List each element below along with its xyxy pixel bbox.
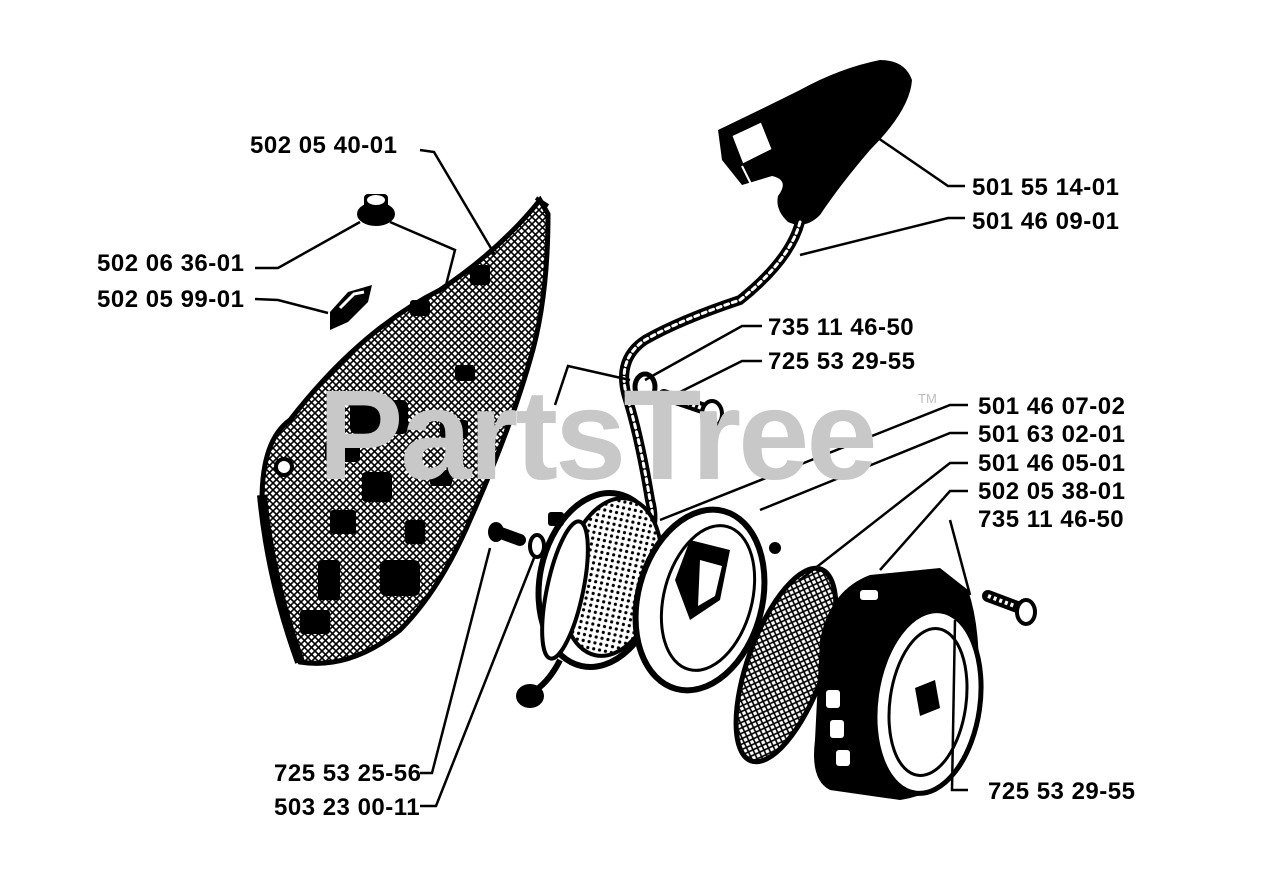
leader-lines xyxy=(254,136,972,808)
part-label-735-11-46-50-right[interactable]: 735 11 46-50 xyxy=(978,506,1125,533)
part-label-725-53-25-56[interactable]: 725 53 25-56 xyxy=(274,760,422,787)
starter-housing-cover xyxy=(257,195,551,666)
part-label-501-46-05-01[interactable]: 501 46 05-01 xyxy=(978,450,1126,477)
rear-housing xyxy=(814,568,984,800)
part-label-502-05-38-01[interactable]: 502 05 38-01 xyxy=(978,478,1126,505)
part-label-503-23-00-11[interactable]: 503 23 00-11 xyxy=(274,794,421,821)
part-label-502-06-36-01[interactable]: 502 06 36-01 xyxy=(97,250,245,277)
part-label-501-46-07-02[interactable]: 501 46 07-02 xyxy=(978,393,1126,420)
part-label-501-46-09-01[interactable]: 501 46 09-01 xyxy=(972,208,1120,235)
screw-right xyxy=(982,590,1037,626)
part-label-501-63-02-01[interactable]: 501 63 02-01 xyxy=(978,421,1126,448)
rope-pulley xyxy=(516,490,665,708)
part-label-502-05-99-01[interactable]: 502 05 99-01 xyxy=(97,286,245,313)
clip-part xyxy=(330,285,372,330)
part-label-725-53-29-55-right[interactable]: 725 53 29-55 xyxy=(988,778,1136,805)
starter-rope xyxy=(619,217,805,535)
watermark-trademark: TM xyxy=(918,391,937,406)
part-label-735-11-46-50-mid[interactable]: 735 11 46-50 xyxy=(768,314,915,341)
screw-washer-left xyxy=(488,522,546,559)
watermark: PartsTree xyxy=(318,364,877,507)
spring-cassette xyxy=(632,506,781,694)
part-label-725-53-29-55-mid[interactable]: 725 53 29-55 xyxy=(768,348,916,375)
starter-handle xyxy=(718,60,912,225)
bolt-part xyxy=(357,194,395,226)
part-label-502-05-40-01[interactable]: 502 05 40-01 xyxy=(250,132,398,159)
part-label-501-55-14-01[interactable]: 501 55 14-01 xyxy=(972,174,1120,201)
